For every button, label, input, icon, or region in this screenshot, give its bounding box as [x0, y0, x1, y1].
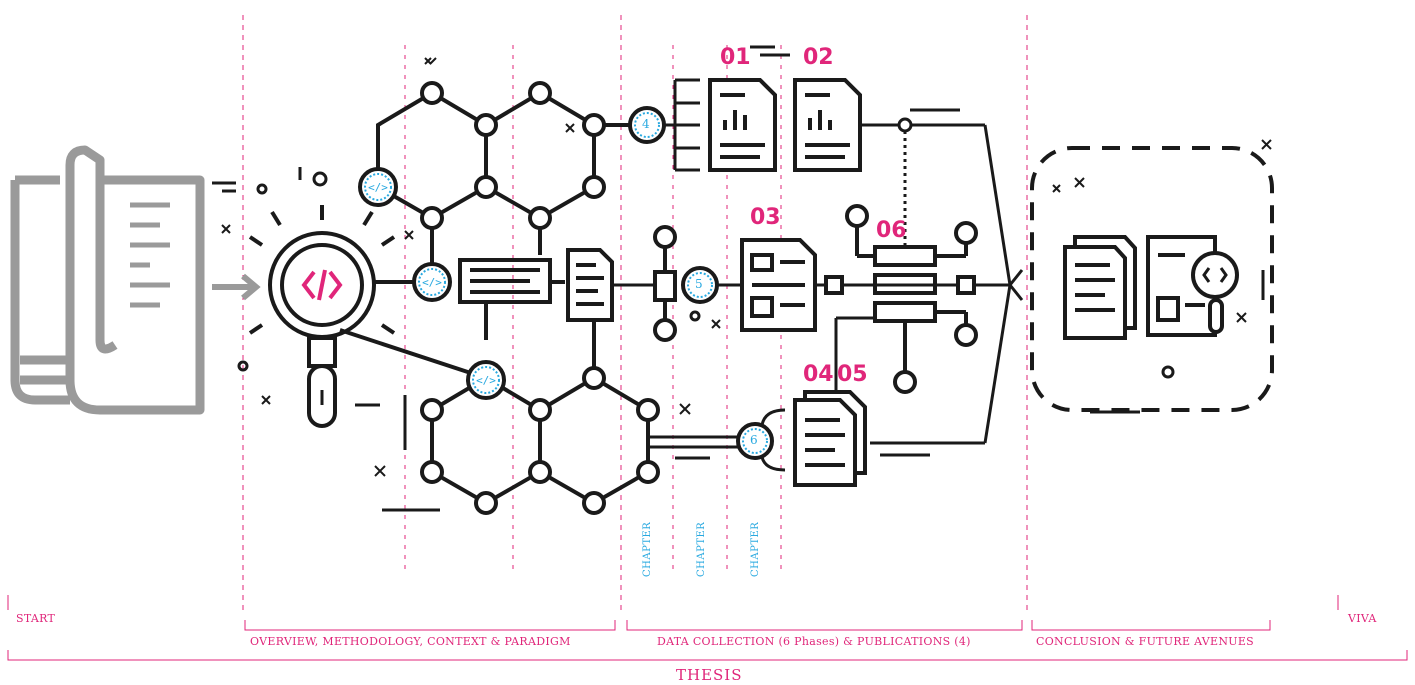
conclusion-document-icon	[1063, 235, 1137, 340]
start-label: START	[16, 612, 56, 625]
phase-number-5: 5	[695, 277, 703, 291]
arrow-icon	[212, 273, 261, 301]
svg-text:</>: </>	[476, 374, 496, 387]
doc-number-01: 01	[720, 45, 751, 70]
svg-text:</>: </>	[422, 276, 442, 289]
document-02-icon	[793, 78, 862, 172]
doc-number-05: 05	[837, 362, 868, 387]
phase-4-branches	[664, 78, 700, 172]
code-icon	[1202, 267, 1228, 283]
viva-label: VIVA	[1348, 612, 1377, 625]
cross-marks	[221, 57, 1272, 477]
node-dot	[1161, 365, 1175, 379]
magnifier-icon	[248, 205, 396, 428]
chapter-label: CHAPTER	[642, 521, 653, 577]
code-node-icons: </> </> </>	[358, 167, 506, 400]
conclusion-box	[1030, 146, 1274, 412]
server-icon	[815, 204, 1010, 394]
phase-6-node	[648, 408, 786, 472]
doc-number-02: 02	[803, 45, 834, 70]
book-icon	[10, 145, 205, 415]
section-brackets	[7, 595, 1408, 661]
phase-5-node	[653, 225, 740, 342]
data-collection-label: DATA COLLECTION (6 Phases) & PUBLICATION…	[657, 635, 971, 648]
decor-marks	[212, 45, 1265, 512]
code-bars-icon	[458, 258, 565, 340]
connectors-right	[834, 117, 1024, 445]
document-icon	[566, 248, 614, 322]
chapter-label: CHAPTER	[750, 521, 761, 577]
hexagon-network-bottom	[339, 320, 650, 506]
phase-number-4: 4	[642, 117, 650, 131]
overview-label: OVERVIEW, METHODOLOGY, CONTEXT & PARADIG…	[250, 635, 571, 648]
thesis-label: THESIS	[676, 666, 743, 684]
phase-number-6: 6	[750, 433, 758, 447]
document-03-icon	[740, 238, 817, 332]
svg-text:</>: </>	[368, 181, 388, 194]
document-04-05-icon	[793, 390, 867, 487]
document-01-icon	[708, 78, 777, 172]
chapter-label: CHAPTER	[696, 521, 707, 577]
doc-number-03: 03	[750, 205, 781, 230]
hexagon-nodes-top	[420, 81, 606, 230]
doc-number-06: 06	[876, 218, 907, 243]
code-icon	[301, 269, 343, 301]
conclusion-monitor-icon	[1146, 235, 1239, 337]
conclusion-label: CONCLUSION & FUTURE AVENUES	[1036, 635, 1255, 648]
doc-number-04: 04	[803, 362, 834, 387]
